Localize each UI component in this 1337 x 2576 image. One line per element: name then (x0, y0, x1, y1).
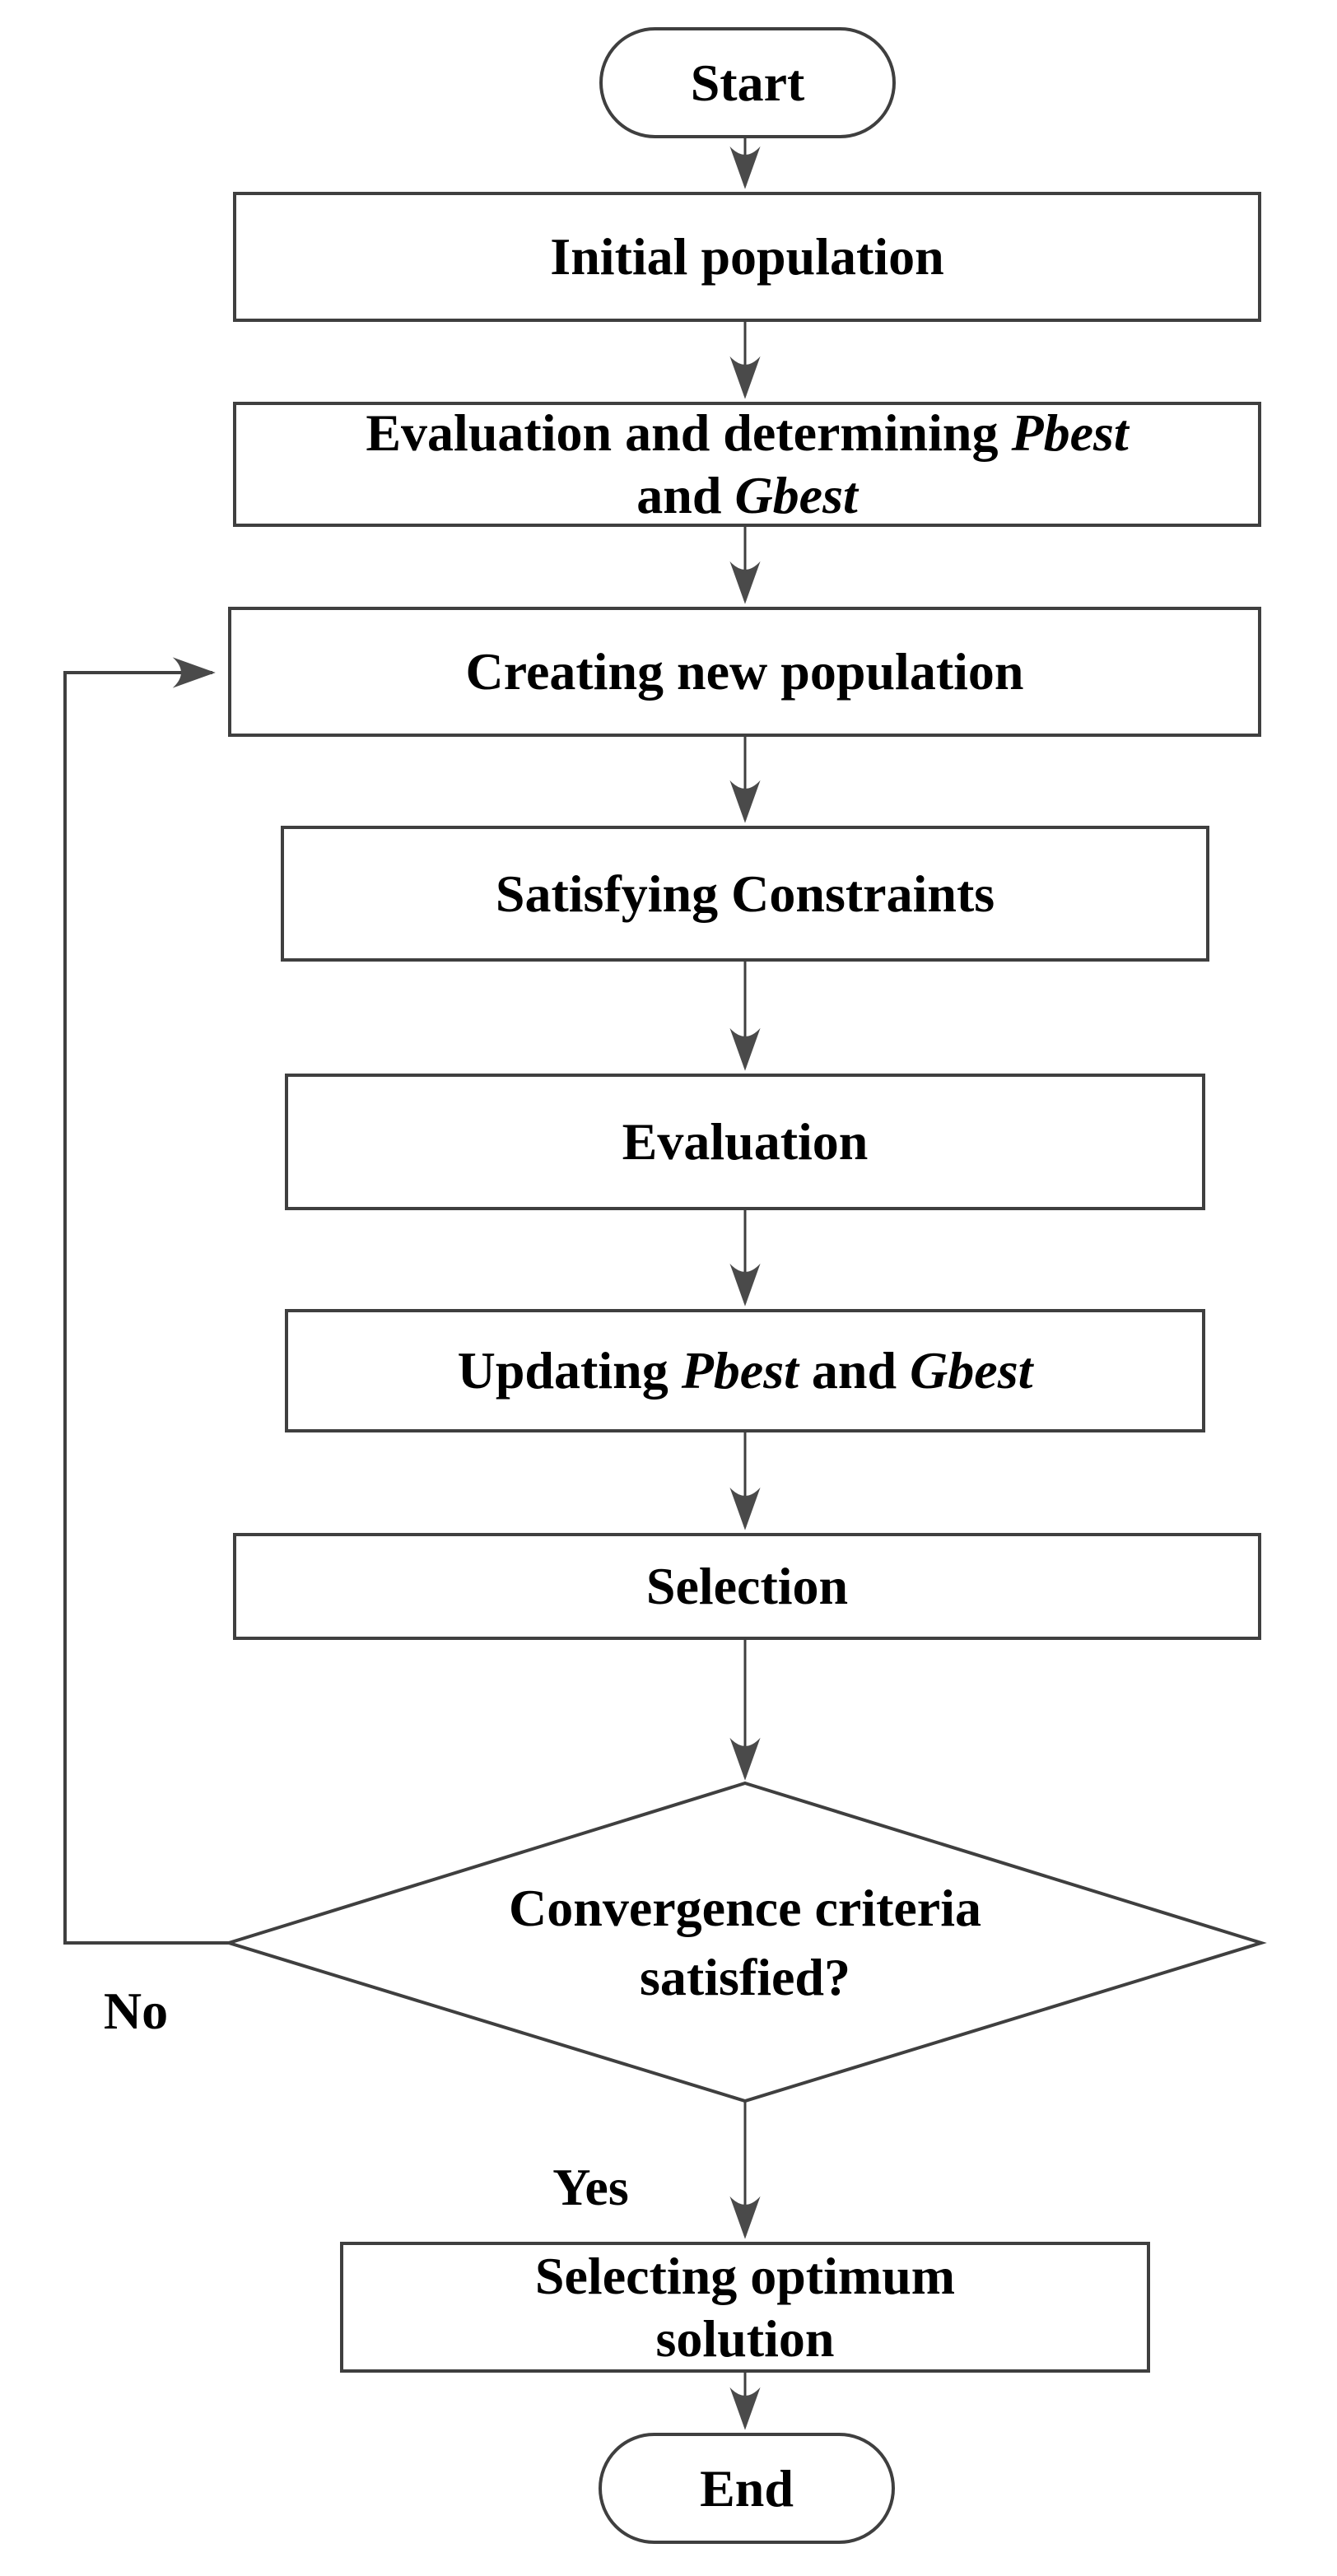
updating-italic2: Gbest (910, 1341, 1033, 1400)
no-label-text: No (103, 1982, 169, 2040)
decision-line2: satisfied? (640, 1948, 850, 2006)
end-node: End (599, 2433, 895, 2544)
selecting-optimum-line2: solution (655, 2308, 835, 2368)
updating-part1: Updating (457, 1341, 668, 1400)
updating-italic1: Pbest (681, 1341, 799, 1400)
start-label: Start (690, 53, 805, 112)
selecting-optimum-line1: Selecting optimum (534, 2246, 956, 2305)
initial-population-node: Initial population (233, 192, 1261, 322)
updating-part2: and (811, 1341, 897, 1400)
decision-diamond (223, 1781, 1267, 2103)
decision-line1: Convergence criteria (509, 1879, 981, 1937)
satisfying-constraints-label: Satisfying Constraints (495, 864, 995, 923)
updating-node: Updating Pbest and Gbest (285, 1309, 1205, 1432)
creating-new-population-label: Creating new population (465, 642, 1024, 701)
evaluation-determining-line2: and Gbest (636, 464, 858, 527)
yes-label-text: Yes (552, 2158, 629, 2216)
evaluation-determining-line2-italic: Gbest (734, 466, 858, 524)
initial-population-label: Initial population (550, 227, 944, 286)
selection-label: Selection (645, 1557, 849, 1615)
yes-edge-label: Yes (519, 2158, 663, 2216)
evaluation-label: Evaluation (622, 1112, 869, 1171)
no-loop-connector (63, 657, 229, 1945)
start-node: Start (599, 27, 896, 138)
updating-label: Updating Pbest and Gbest (458, 1340, 1033, 1401)
creating-new-population-node: Creating new population (228, 607, 1261, 737)
no-edge-label: No (78, 1982, 193, 2040)
evaluation-determining-line1-text: Evaluation and determining (366, 403, 999, 462)
satisfying-constraints-node: Satisfying Constraints (281, 826, 1209, 962)
evaluation-determining-line1-italic: Pbest (1011, 403, 1129, 462)
evaluation-determining-line2-text: and (636, 466, 722, 524)
evaluation-determining-node: Evaluation and determining Pbest and Gbe… (233, 402, 1261, 527)
selection-node: Selection (233, 1533, 1261, 1640)
end-label: End (700, 2458, 794, 2518)
evaluation-determining-line1: Evaluation and determining Pbest (366, 402, 1128, 464)
selecting-optimum-node: Selecting optimum solution (340, 2242, 1150, 2373)
decision-node-text: Convergence criteria satisfied? (375, 1862, 1116, 2024)
evaluation-node: Evaluation (285, 1074, 1205, 1210)
